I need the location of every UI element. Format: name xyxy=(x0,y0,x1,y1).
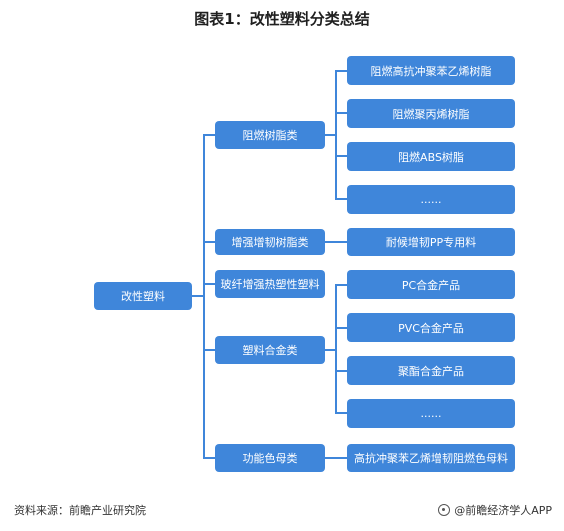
connector-to-reinforced xyxy=(203,241,215,243)
connector-alloy-leaf-2 xyxy=(335,327,347,329)
leaf-node: ...... xyxy=(347,185,515,214)
category-node-flame-retardant: 阻燃树脂类 xyxy=(215,121,325,149)
connector-to-flame xyxy=(203,134,215,136)
brand-credit: @前瞻经济学人APP xyxy=(438,502,552,518)
source-note: 资料来源：前瞻产业研究院 xyxy=(14,504,146,517)
leaf-node: 阻燃ABS树脂 xyxy=(347,142,515,171)
connector-alloy-leaf-3 xyxy=(335,370,347,372)
connector-to-glass xyxy=(203,283,215,285)
connector-flame-trunk xyxy=(335,70,337,200)
connector-flame-leaf-3 xyxy=(335,155,347,157)
leaf-node: 阻燃高抗冲聚苯乙烯树脂 xyxy=(347,56,515,85)
brand-logo-icon xyxy=(438,504,451,516)
connector-alloy-stub xyxy=(325,349,336,351)
connector-flame-leaf-4 xyxy=(335,198,347,200)
connector-flame-leaf-1 xyxy=(335,70,347,72)
root-node: 改性塑料 xyxy=(94,282,192,310)
connector-root-stub xyxy=(192,295,204,297)
leaf-node: PC合金产品 xyxy=(347,270,515,299)
leaf-node: 聚酯合金产品 xyxy=(347,356,515,385)
connector-flame-leaf-2 xyxy=(335,112,347,114)
connector-to-alloy xyxy=(203,349,215,351)
connector-alloy-leaf-1 xyxy=(335,284,347,286)
chart-title: 图表1：改性塑料分类总结 xyxy=(194,10,370,28)
leaf-node: 高抗冲聚苯乙烯增韧阻燃色母料 xyxy=(347,444,515,472)
brand-credit-text: @前瞻经济学人APP xyxy=(454,504,552,517)
category-node-color-master: 功能色母类 xyxy=(215,444,325,472)
connector-reinforced-leaf xyxy=(325,241,347,243)
leaf-node: 耐候增韧PP专用料 xyxy=(347,228,515,256)
leaf-node: 阻燃聚丙烯树脂 xyxy=(347,99,515,128)
category-node-alloy: 塑料合金类 xyxy=(215,336,325,364)
category-node-glass-fiber: 玻纤增强热塑性塑料 xyxy=(215,270,325,298)
connector-alloy-trunk xyxy=(335,284,337,414)
category-node-reinforced: 增强增韧树脂类 xyxy=(215,229,325,255)
leaf-node: ...... xyxy=(347,399,515,428)
leaf-node: PVC合金产品 xyxy=(347,313,515,342)
connector-to-color xyxy=(203,457,215,459)
connector-flame-stub xyxy=(325,134,336,136)
connector-alloy-leaf-4 xyxy=(335,412,347,414)
connector-color-leaf xyxy=(325,457,347,459)
connector-main-trunk xyxy=(203,134,205,459)
